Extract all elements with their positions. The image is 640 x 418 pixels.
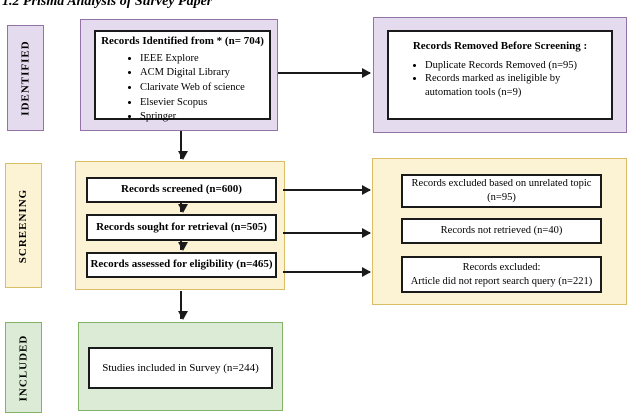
arrow-screened-to-sought [178,203,188,213]
exclusion-unrelated-topic-line1: Records excluded based on unrelated topi… [411,178,592,190]
exclusion-no-query-line1: Records excluded: [462,261,541,273]
removed-item: Records marked as ineligible by automati… [425,72,605,99]
stage-included-label: INCLUDED [5,322,42,413]
exclusion-unrelated-topic-line2: (n=95) [487,192,516,203]
removed-inner: Records Removed Before Screening : Dupli… [387,30,613,120]
included-label: Studies included in Survey (n=244) [102,362,259,374]
page-title: 1.2 Prisma Analysis of Survey Paper [2,0,213,9]
identified-source-list: IEEE Explore ACM Digital Library Clariva… [100,52,265,124]
source-item: Clarivate Web of science [140,81,265,95]
step-records-assessed-label: Records assessed for eligibility (n=465) [90,258,273,271]
included-inner: Studies included in Survey (n=244) [88,347,273,389]
step-records-sought-label: Records sought for retrieval (n=505) [96,220,267,233]
source-item: IEEE Explore [140,52,265,66]
stage-screening-text: SCREENING [17,188,30,263]
arrow-screening-to-included [178,291,188,320]
exclusion-unrelated-topic: Records excluded based on unrelated topi… [401,174,602,208]
removed-box: Records Removed Before Screening : Dupli… [373,17,627,133]
step-records-screened: Records screened (n=600) [86,177,277,203]
identified-source-box: Records Identified from * (n= 704) IEEE … [80,19,278,131]
exclusion-not-retrieved: Records not retrieved (n=40) [401,218,602,244]
included-box: Studies included in Survey (n=244) [78,322,283,411]
arrow-identified-to-screening [178,131,188,160]
stage-identified-text: IDENTIFIED [19,40,32,116]
stage-identified-label: IDENTIFIED [7,25,44,131]
stage-screening-label: SCREENING [5,163,42,288]
exclusion-no-query: Records excluded: Article did not report… [401,256,602,293]
identified-source-heading: Records Identified from * (n= 704) [101,35,264,47]
exclusion-no-query-line2: Article did not report search query (n=2… [410,275,593,287]
arrow-sought-to-not-retrieved [283,228,371,238]
exclusion-not-retrieved-line1: Records not retrieved (n=40) [440,225,563,237]
stage-included-text: INCLUDED [17,334,30,401]
arrow-assessed-to-excluded [283,267,371,277]
identified-source-inner: Records Identified from * (n= 704) IEEE … [94,30,271,122]
source-item: Elsevier Scopus [140,96,265,110]
removed-item: Duplicate Records Removed (n=95) [425,59,605,73]
step-records-screened-label: Records screened (n=600) [121,183,242,196]
screening-steps-box: Records screened (n=600) Records sought … [75,161,285,290]
removed-list: Duplicate Records Removed (n=95) Records… [395,59,605,100]
arrow-sought-to-assessed [178,241,188,251]
arrow-screened-to-excluded [283,185,371,195]
step-records-assessed: Records assessed for eligibility (n=465) [86,252,277,278]
arrow-identified-to-removed [278,68,371,78]
source-item: Springer [140,110,265,124]
removed-heading: Records Removed Before Screening : [412,40,588,52]
step-records-sought: Records sought for retrieval (n=505) [86,214,277,241]
source-item: ACM Digital Library [140,66,265,80]
screening-exclusions-box: Records excluded based on unrelated topi… [372,158,627,305]
